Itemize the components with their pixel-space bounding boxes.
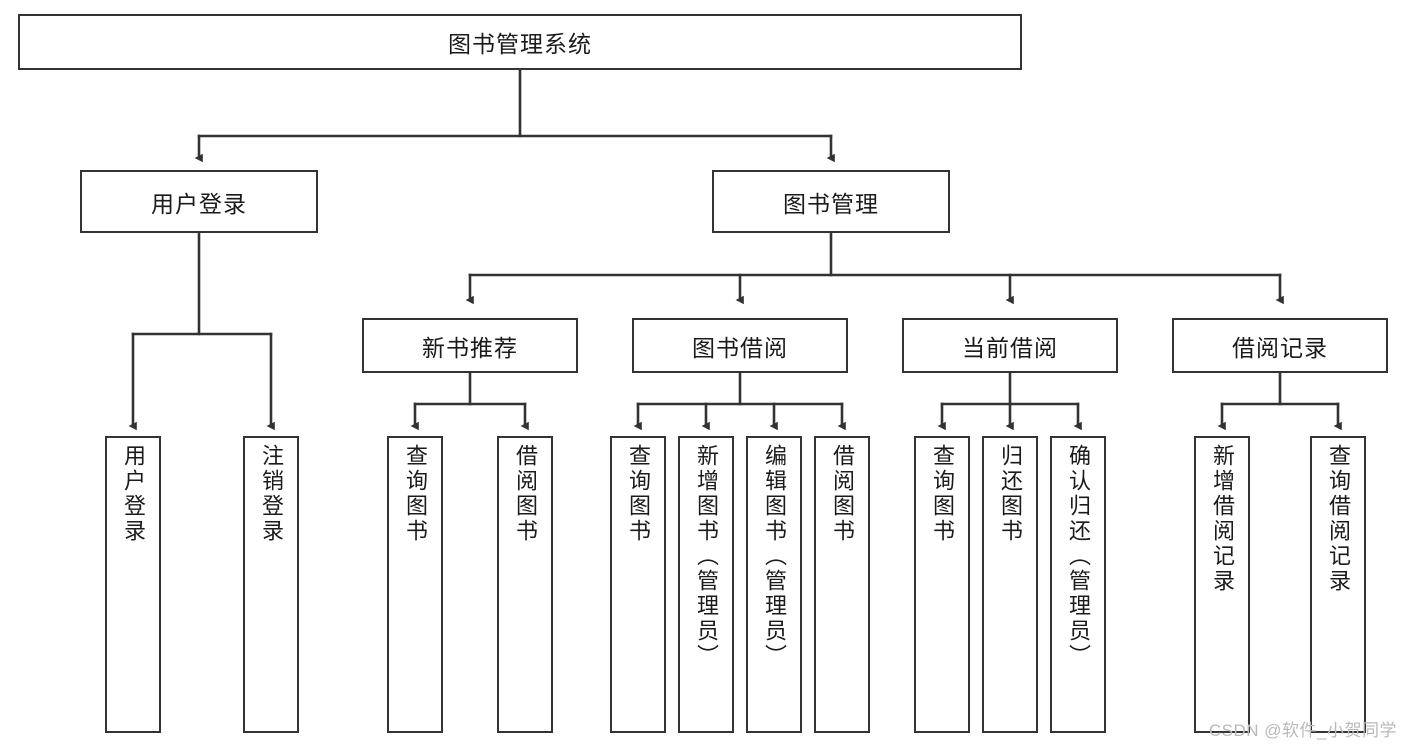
leaf-query-book-2[interactable]: 查询图书	[610, 436, 666, 733]
leaf-edit-book[interactable]: 编辑图书（管理员）	[746, 436, 802, 733]
node-user-login[interactable]: 用户登录	[80, 170, 318, 233]
leaf-user-login-label: 用户登录	[121, 444, 146, 544]
leaf-return-book-label: 归还图书	[998, 444, 1023, 544]
node-new-book-rec-label: 新书推荐	[422, 334, 518, 361]
leaf-confirm-return-label: 确认归还（管理员）	[1066, 444, 1091, 669]
node-book-manage[interactable]: 图书管理	[712, 170, 950, 233]
leaf-logout-login[interactable]: 注销登录	[243, 436, 299, 733]
node-borrow-record-label: 借阅记录	[1232, 334, 1328, 361]
node-new-book-rec[interactable]: 新书推荐	[362, 318, 578, 373]
node-current-borrow[interactable]: 当前借阅	[902, 318, 1118, 373]
leaf-logout-login-label: 注销登录	[259, 444, 284, 544]
leaf-query-book-3-label: 查询图书	[930, 444, 955, 544]
leaf-edit-book-label: 编辑图书（管理员）	[762, 444, 787, 669]
leaf-query-record[interactable]: 查询借阅记录	[1310, 436, 1366, 733]
leaf-confirm-return[interactable]: 确认归还（管理员）	[1050, 436, 1106, 733]
leaf-query-book-2-label: 查询图书	[626, 444, 651, 544]
leaf-query-record-label: 查询借阅记录	[1326, 444, 1351, 594]
leaf-add-book[interactable]: 新增图书（管理员）	[678, 436, 734, 733]
leaf-user-login[interactable]: 用户登录	[105, 436, 161, 733]
leaf-borrow-book-1[interactable]: 借阅图书	[497, 436, 553, 733]
node-root[interactable]: 图书管理系统	[18, 14, 1022, 70]
leaf-borrow-book-1-label: 借阅图书	[513, 444, 538, 544]
leaf-add-record[interactable]: 新增借阅记录	[1194, 436, 1250, 733]
node-user-login-label: 用户登录	[151, 190, 247, 217]
leaf-borrow-book-2-label: 借阅图书	[830, 444, 855, 544]
node-borrow-record[interactable]: 借阅记录	[1172, 318, 1388, 373]
leaf-add-book-label: 新增图书（管理员）	[694, 444, 719, 669]
leaf-query-book-3[interactable]: 查询图书	[914, 436, 970, 733]
node-book-manage-label: 图书管理	[783, 190, 879, 217]
leaf-add-record-label: 新增借阅记录	[1210, 444, 1235, 594]
leaf-query-book-1-label: 查询图书	[403, 444, 428, 544]
node-root-label: 图书管理系统	[448, 31, 592, 57]
node-book-borrow-label: 图书借阅	[692, 334, 788, 361]
leaf-query-book-1[interactable]: 查询图书	[387, 436, 443, 733]
node-book-borrow[interactable]: 图书借阅	[632, 318, 848, 373]
leaf-return-book[interactable]: 归还图书	[982, 436, 1038, 733]
watermark-text: CSDN @软件_小贺同学	[1208, 721, 1397, 740]
leaf-borrow-book-2[interactable]: 借阅图书	[814, 436, 870, 733]
node-current-borrow-label: 当前借阅	[962, 334, 1058, 361]
